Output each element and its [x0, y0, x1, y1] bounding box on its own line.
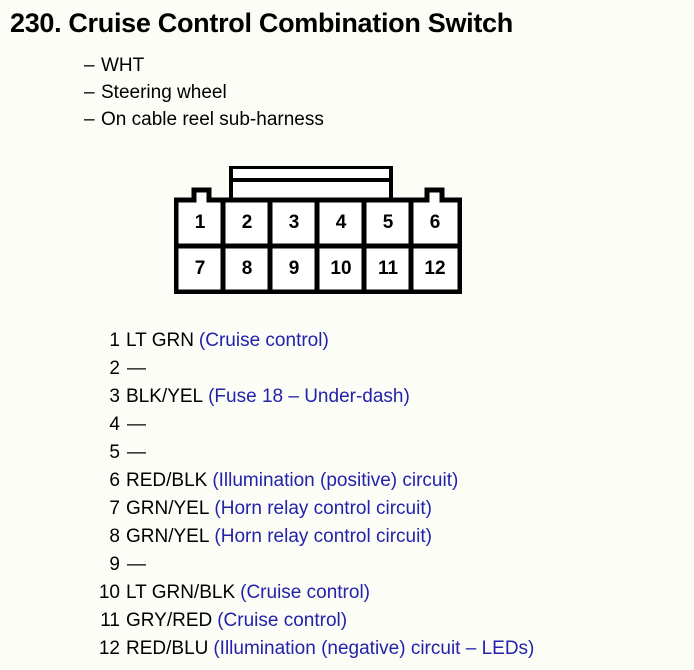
pin-description: (Cruise control): [217, 610, 348, 631]
pin-wire-color: RED/BLU: [126, 638, 209, 659]
pin-wire-color: LT GRN/BLK: [126, 582, 236, 603]
connector-pin-10: 10: [330, 258, 352, 279]
subheading-item: –Steering wheel: [84, 79, 324, 106]
pin-row: 4—: [96, 411, 534, 439]
pin-description: (Cruise control): [240, 582, 370, 603]
pin-row: 12 RED/BLU(Illumination (negative) circui…: [96, 635, 535, 663]
pin-number: 9: [109, 554, 120, 575]
pin-number: 10: [98, 582, 120, 603]
connector-pin-5: 5: [382, 212, 394, 233]
pin-wire-color: —: [127, 358, 146, 379]
pin-wire-color: GRY/RED: [126, 610, 213, 631]
connector-pin-12: 12: [424, 258, 446, 279]
subheading-item: –WHT: [84, 52, 324, 79]
connector-pin-6: 6: [429, 212, 441, 233]
connector-pin-1: 1: [194, 212, 206, 233]
pin-description: (Fuse 18 – Under-dash): [208, 386, 410, 407]
pin-number: 8: [109, 526, 120, 547]
subheading-label: WHT: [101, 55, 145, 76]
pin-description: (Cruise control): [198, 330, 329, 351]
pin-description: (Illumination (negative) circuit – LEDs): [213, 638, 535, 659]
page-title-text: Cruise Control Combination Switch: [68, 8, 513, 38]
subheading-label: On cable reel sub-harness: [101, 109, 324, 130]
page-title: 230.Cruise Control Combination Switch: [10, 6, 513, 40]
connector-pin-9: 9: [288, 258, 300, 279]
pin-wire-color: —: [127, 442, 146, 463]
connector-pin-8: 8: [241, 258, 253, 279]
dash-glyph: –: [84, 82, 95, 103]
pin-row: 6 RED/BLK(Illumination (positive) circuit…: [96, 467, 534, 495]
pin-row: 9—: [96, 551, 534, 579]
pin-wire-color: GRN/YEL: [126, 526, 210, 547]
dash-glyph: –: [84, 109, 95, 130]
pin-number: 3: [109, 386, 120, 407]
pin-row: 2—: [96, 355, 534, 383]
pin-description: (Illumination (positive) circuit): [212, 470, 459, 491]
connector-locking-tab: [229, 166, 393, 202]
pin-number: 1: [109, 330, 120, 351]
pin-number: 4: [109, 414, 120, 435]
pin-row: 11 GRY/RED(Cruise control): [96, 607, 534, 635]
pin-number: 12: [98, 638, 120, 659]
pin-wire-color: BLK/YEL: [126, 386, 204, 407]
pin-number: 11: [100, 610, 120, 631]
pin-number: 5: [109, 442, 120, 463]
pin-wire-color: LT GRN: [126, 330, 194, 351]
pin-number: 6: [109, 470, 120, 491]
connector-pin-numbers: 1 2 3 4 5 6 7 8 9 10 11 12: [174, 166, 462, 294]
subheading-item: –On cable reel sub-harness: [84, 106, 324, 133]
pin-row: 1 LT GRN(Cruise control): [96, 327, 534, 355]
page-title-number: 230.: [10, 8, 62, 38]
connector-outline-svg: [174, 166, 462, 294]
pin-wire-color: —: [127, 554, 146, 575]
pin-description: (Horn relay control circuit): [214, 498, 432, 519]
connector-pin-4: 4: [335, 212, 347, 233]
connector-pin-11: 11: [377, 258, 399, 279]
pin-row: 7 GRN/YEL(Horn relay control circuit): [96, 495, 534, 523]
pin-row: 10 LT GRN/BLK(Cruise control): [96, 579, 534, 607]
connector-pin-7: 7: [194, 258, 206, 279]
subheading-label: Steering wheel: [101, 82, 227, 103]
pin-row: 5—: [96, 439, 534, 467]
connector-pin-3: 3: [288, 212, 300, 233]
dash-glyph: –: [84, 55, 95, 76]
pin-row: 3 BLK/YEL(Fuse 18 – Under-dash): [96, 383, 534, 411]
pin-row: 8 GRN/YEL(Horn relay control circuit): [96, 523, 534, 551]
connector-diagram: 1 2 3 4 5 6 7 8 9 10 11 12: [174, 166, 462, 294]
pin-number: 2: [109, 358, 120, 379]
pin-description: (Horn relay control circuit): [214, 526, 432, 547]
pin-wire-color: GRN/YEL: [126, 498, 210, 519]
connector-pin-2: 2: [241, 212, 253, 233]
pin-wire-color: —: [127, 414, 146, 435]
pin-number: 7: [109, 498, 120, 519]
subheading-list: –WHT –Steering wheel –On cable reel sub-…: [84, 52, 324, 133]
pin-wire-color: RED/BLK: [126, 470, 208, 491]
